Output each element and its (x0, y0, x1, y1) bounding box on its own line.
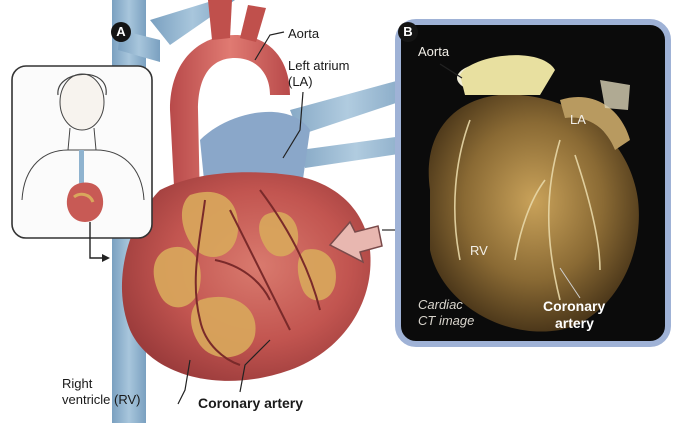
ct-label-artery: artery (555, 315, 594, 331)
ct-caption-1: Cardiac (418, 297, 463, 312)
ct-image-panel (395, 19, 671, 347)
coronary-vessels (194, 189, 321, 366)
label-left-atrium-abbr: (LA) (288, 74, 313, 89)
label-right-ventricle: Right (62, 376, 93, 391)
ct-label-rv: RV (470, 243, 488, 258)
panel-a-badge: A (111, 22, 131, 42)
label-right-ventricle-2: ventricle (RV) (62, 392, 141, 407)
ct-label-coronary: Coronary (543, 298, 606, 314)
epicardial-fat (153, 191, 336, 358)
inset-body-panel (11, 65, 153, 262)
label-left-atrium: Left atrium (288, 58, 350, 73)
panel-b-badge: B (398, 22, 418, 42)
ct-label-aorta: Aorta (418, 44, 450, 59)
ct-label-la: LA (570, 112, 586, 127)
label-aorta: Aorta (288, 26, 320, 41)
label-coronary-artery: Coronary artery (198, 395, 304, 411)
ct-caption-2: CT image (418, 313, 475, 328)
leader-lines (177, 31, 463, 405)
aorta-illustration (170, 0, 290, 205)
